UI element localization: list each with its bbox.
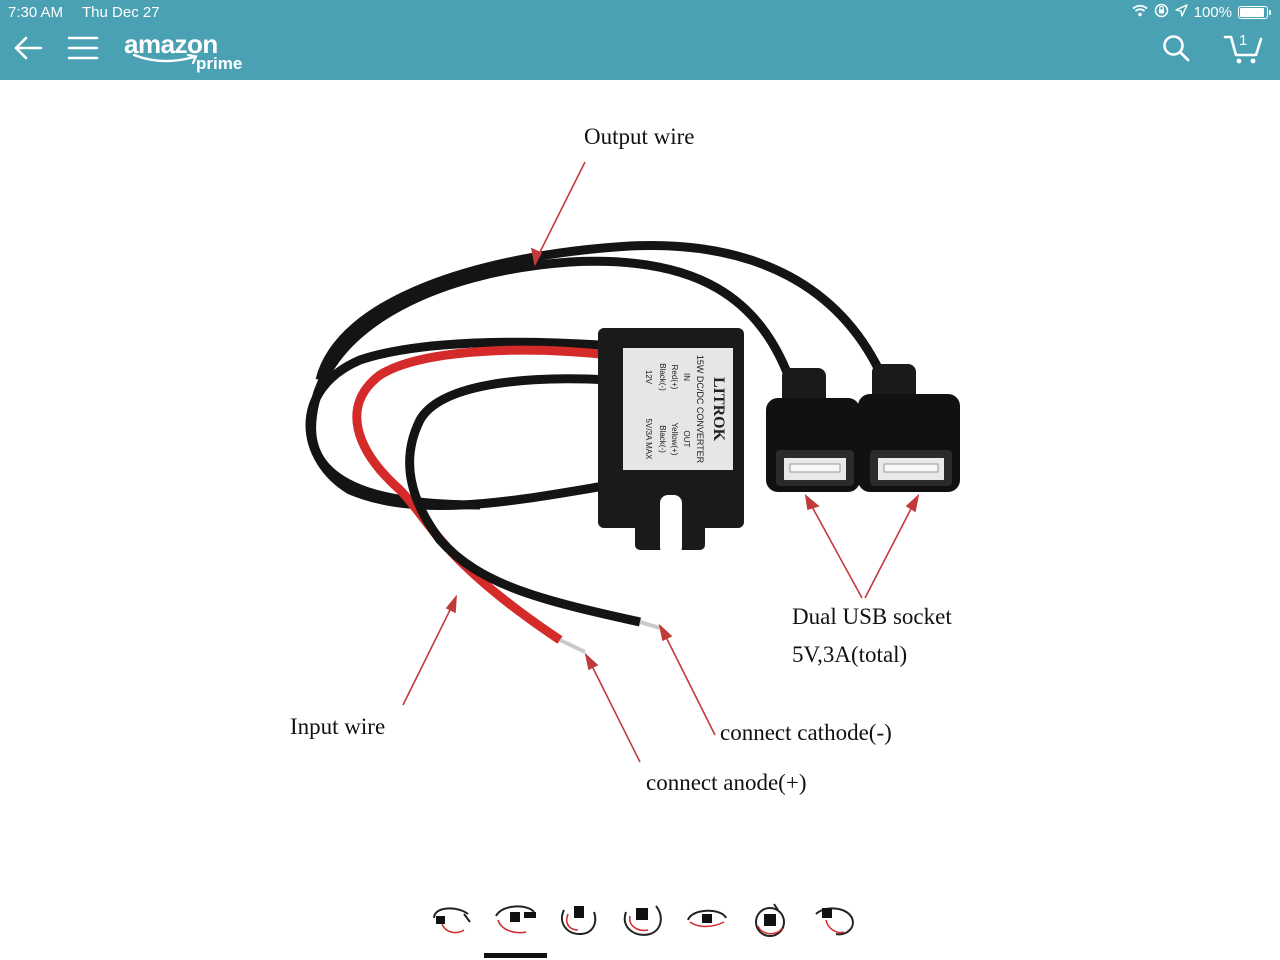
location-icon — [1174, 4, 1188, 21]
amazon-prime-logo[interactable]: amazon prime — [124, 29, 242, 73]
menu-button[interactable] — [64, 34, 102, 66]
back-button[interactable] — [10, 34, 46, 66]
label-black-out: Black(-) — [658, 425, 667, 453]
converter-illustration: LITROK 15W DC/DC CONVERTER IN OUT Red(+)… — [305, 161, 960, 763]
label-output-wire: Output wire — [584, 124, 695, 149]
thumbnail-2[interactable] — [492, 896, 538, 942]
converter-label — [623, 348, 733, 470]
label-dual-usb: Dual USB socket — [792, 604, 952, 629]
status-right: 100% — [1132, 3, 1271, 22]
black-wire-tip — [639, 620, 661, 630]
product-image[interactable]: LITROK 15W DC/DC CONVERTER IN OUT Red(+)… — [0, 80, 1280, 900]
label-red: Red(+) — [670, 365, 679, 390]
battery-icon — [1238, 6, 1271, 19]
battery-percent: 100% — [1193, 4, 1232, 21]
label-v-out: 5V/3A MAX — [644, 419, 653, 461]
orientation-lock-icon — [1154, 3, 1169, 22]
label-input-wire: Input wire — [290, 714, 386, 739]
wifi-icon — [1132, 4, 1148, 21]
nav-bar — [0, 26, 1280, 80]
usb-wire-2 — [315, 241, 885, 382]
label-in: IN — [682, 373, 691, 381]
logo-sub-text: prime — [196, 54, 243, 73]
search-icon — [1162, 34, 1190, 67]
status-time: 7:30 AM — [8, 4, 64, 21]
usb-socket-2 — [858, 364, 960, 492]
label-out: OUT — [682, 431, 691, 448]
usb-wire-1 — [307, 256, 795, 510]
battery-fill — [1240, 8, 1264, 17]
label-text-group: LITROK 15W DC/DC CONVERTER IN OUT Red(+)… — [644, 355, 727, 464]
cart-button[interactable] — [1220, 30, 1266, 70]
label-anode: connect anode(+) — [646, 770, 807, 795]
selected-thumbnail-indicator — [484, 953, 547, 958]
mount-slot — [660, 495, 682, 555]
hamburger-menu-icon — [67, 36, 99, 65]
label-v-in: 12V — [644, 370, 653, 385]
thumbnail-3[interactable] — [556, 896, 602, 942]
label-brand: LITROK — [710, 377, 727, 442]
label-yellow: Yellow(+) — [670, 423, 679, 456]
smile-icon — [132, 53, 198, 65]
cart-icon — [1223, 31, 1263, 70]
status-date: Thu Dec 27 — [82, 4, 160, 21]
thumbnail-5[interactable] — [684, 896, 730, 942]
logo-main-text: amazon — [124, 29, 218, 59]
back-arrow-icon — [13, 36, 43, 65]
cart-count: 1 — [1239, 32, 1248, 49]
usb-socket-1 — [766, 368, 860, 492]
black-input-wire — [405, 374, 641, 627]
label-cathode: connect cathode(-) — [720, 720, 892, 745]
search-button[interactable] — [1158, 32, 1194, 68]
thumbnail-1[interactable] — [428, 896, 474, 942]
label-black-in: Black(-) — [658, 363, 667, 391]
status-bar: 7:30 AM Thu Dec 27 100% — [0, 0, 1280, 26]
thumbnail-7[interactable] — [812, 896, 858, 942]
thumbnail-strip — [428, 896, 858, 942]
thumbnail-4[interactable] — [620, 896, 666, 942]
annotation-arrows — [402, 161, 920, 763]
label-line1: 15W DC/DC CONVERTER — [695, 355, 705, 464]
red-wire-tip — [559, 638, 586, 654]
label-usb-spec: 5V,3A(total) — [792, 642, 908, 667]
thumbnail-6[interactable] — [748, 896, 794, 942]
